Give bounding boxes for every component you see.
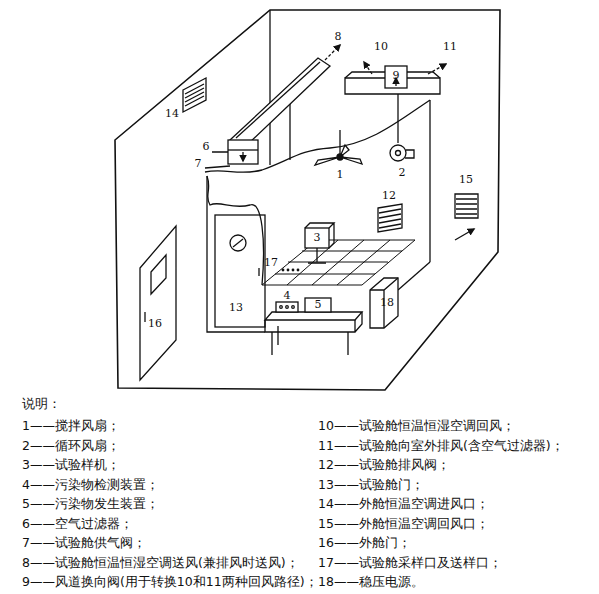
legend-note: 12——试验舱排风阀； (318, 457, 599, 472)
callout-number: 9 (393, 70, 400, 82)
callout-number: 5 (315, 299, 322, 311)
callout-number: 6 (203, 141, 210, 153)
outer-door-handle (144, 312, 145, 322)
callout-number: 18 (380, 297, 394, 309)
legend-note: 10——试验舱恒温恒湿空调回风； (318, 418, 599, 433)
callout-number: 17 (264, 257, 278, 269)
callout-number: 15 (459, 174, 473, 186)
circulation-fan (390, 88, 414, 161)
callout-number: 11 (443, 41, 457, 53)
sampling-port (282, 269, 300, 272)
legend-note: 13——试验舱门； (318, 477, 599, 492)
legend-note: 17——试验舱采样口及送样口； (318, 555, 599, 570)
exhaust-valve (378, 204, 402, 232)
airflow-arrow (455, 229, 474, 240)
airflow-arrow (428, 64, 446, 74)
outer-door-window (151, 255, 166, 294)
vent-15 (455, 194, 478, 218)
callout-number: 8 (335, 31, 342, 43)
callout-number: 14 (165, 108, 179, 120)
airflow-arrow (325, 45, 340, 60)
legend-note: 9——风道换向阀(用于转换10和11两种回风路径)； (22, 574, 312, 589)
callout-number: 2 (399, 167, 406, 179)
callout-number: 1 (337, 169, 344, 181)
outer-room (115, 10, 500, 390)
vent-14 (183, 78, 206, 112)
legend-note: 5——污染物发生装置； (22, 496, 312, 511)
outer-door (140, 226, 176, 380)
callout-number: 13 (229, 302, 243, 314)
legend-note: 4——污染物检测装置； (22, 477, 312, 492)
sample-machine (305, 223, 334, 263)
airflow-arrow (364, 62, 372, 74)
chamber-door (215, 215, 265, 327)
callout-number: 16 (148, 318, 162, 330)
legend-note: 8——试验舱恒温恒湿空调送风(兼排风时送风)； (22, 555, 312, 570)
legend-note: 2——循环风扇； (22, 438, 312, 453)
outer-room-corner (269, 10, 270, 165)
callout-number: 12 (382, 190, 396, 202)
diverter-valve (345, 66, 440, 94)
stirring-fan (315, 130, 362, 165)
legend-note: 11——试验舱向室外排风(含空气过滤器)； (318, 438, 599, 453)
legend-note: 15——外舱恒温空调回风口； (318, 516, 599, 531)
legend-note: 3——试验样机； (22, 457, 312, 472)
leader-line (205, 152, 230, 168)
legend-note: 16——外舱门； (318, 535, 599, 550)
legend-note: 14——外舱恒温空调进风口； (318, 496, 599, 511)
callout-number: 10 (374, 41, 388, 53)
callout-number: 3 (314, 232, 321, 244)
legend-note: 7——试验舱供气阀； (22, 535, 312, 550)
callout-number: 4 (284, 290, 291, 302)
legend-heading: 说明： (22, 396, 312, 411)
work-table (265, 298, 362, 355)
power-stabiliser (370, 278, 398, 328)
supply-duct (228, 58, 330, 164)
legend-note: 18——稳压电源。 (318, 574, 599, 589)
legend-note: 6——空气过滤器； (22, 516, 312, 531)
callout-number: 7 (195, 158, 202, 170)
legend-note: 1——搅拌风扇； (22, 418, 312, 433)
